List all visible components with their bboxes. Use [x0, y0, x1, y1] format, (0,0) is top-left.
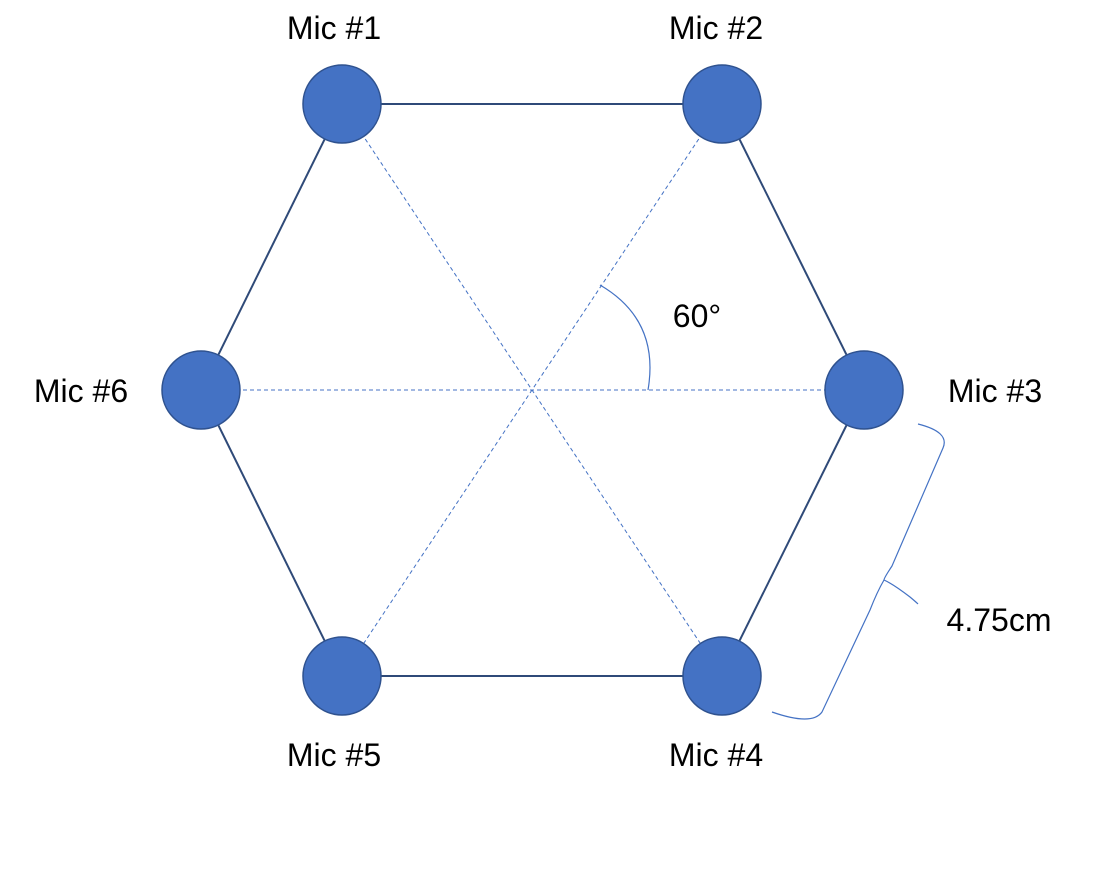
- mic-3-circle: [824, 350, 904, 430]
- mic-6-label: Mic #6: [34, 373, 128, 409]
- spacing-label: 4.75cm: [947, 602, 1052, 638]
- mic-6-circle: [161, 350, 241, 430]
- mic-2-label: Mic #2: [669, 10, 763, 46]
- mic-5-circle: [302, 636, 382, 716]
- mic-5-label: Mic #5: [287, 737, 381, 773]
- mic-1-circle: [302, 64, 382, 144]
- angle-label: 60°: [673, 298, 721, 334]
- edge-mic3-mic4: [721, 389, 865, 677]
- edge-mic6-mic1: [200, 103, 343, 391]
- mic-2-circle: [682, 64, 762, 144]
- mic-4-label: Mic #4: [669, 737, 763, 773]
- spacing-brace-lower: [771, 579, 885, 720]
- mic-4-circle: [682, 636, 762, 716]
- mic-3-label: Mic #3: [948, 373, 1042, 409]
- angle-arc: [599, 284, 651, 391]
- edge-mic2-mic3: [721, 103, 865, 391]
- spacing-brace: [883, 423, 945, 605]
- mic-1-label: Mic #1: [287, 10, 381, 46]
- edge-mic5-mic6: [200, 389, 343, 677]
